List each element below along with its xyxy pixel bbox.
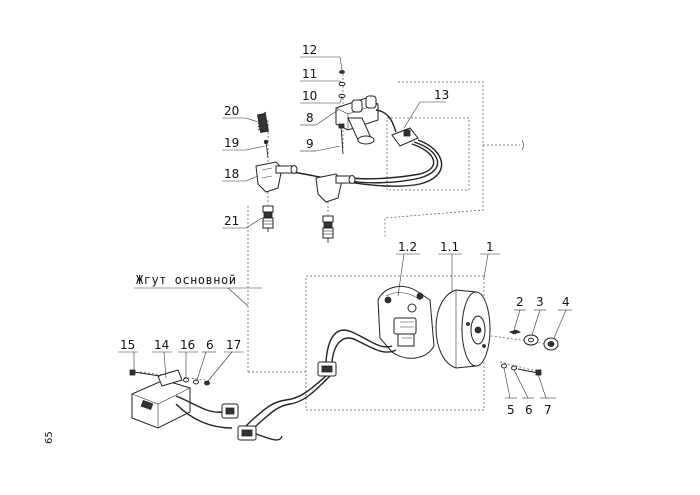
ht-lead-box <box>386 117 470 191</box>
label-3: 3 <box>536 295 544 309</box>
label-15: 15 <box>120 338 135 352</box>
label-16: 16 <box>180 338 195 352</box>
spring-20 <box>257 111 269 134</box>
coil-tower-right <box>365 95 377 109</box>
part-labels: 12 11 10 8 9 13 20 19 18 21 1.2 1.1 1 2 … <box>120 43 570 417</box>
label-19: 19 <box>224 136 239 150</box>
label-10: 10 <box>302 89 317 103</box>
leader-lines <box>118 56 572 399</box>
label-7: 7 <box>544 403 552 417</box>
label-20: 20 <box>224 104 239 118</box>
label-6-left: 6 <box>206 338 214 352</box>
label-1-2: 1.2 <box>398 240 417 254</box>
label-1: 1 <box>486 240 494 254</box>
screw-7 <box>517 368 539 374</box>
spark-plug-group-right <box>315 173 356 243</box>
key-2 <box>508 329 522 335</box>
ignition-coil-assembly <box>335 70 419 155</box>
module-wiring <box>175 395 283 441</box>
spark-plug-group-left <box>255 111 298 232</box>
label-17: 17 <box>226 338 241 352</box>
label-9: 9 <box>306 137 314 151</box>
pin-19 <box>265 141 269 159</box>
small-hardware <box>501 329 559 376</box>
label-18: 18 <box>224 167 239 181</box>
label-1-1: 1.1 <box>440 240 459 254</box>
washer-6a <box>193 379 199 385</box>
label-6-right: 6 <box>525 403 533 417</box>
washer-5 <box>501 363 507 369</box>
label-13: 13 <box>434 88 449 102</box>
label-2: 2 <box>516 295 524 309</box>
page-number: 65 <box>44 431 55 444</box>
cap-18-neck <box>275 165 293 174</box>
label-14: 14 <box>154 338 169 352</box>
washer-11 <box>338 81 346 87</box>
label-4: 4 <box>562 295 570 309</box>
washer-16 <box>183 377 189 383</box>
label-12: 12 <box>302 43 317 57</box>
flywheel-1-1 <box>435 289 491 369</box>
nut-17 <box>204 380 210 386</box>
nut-12 <box>339 70 345 74</box>
coil-tower-left <box>351 99 363 113</box>
ignition-group-outline <box>384 81 484 238</box>
label-21: 21 <box>224 214 239 228</box>
generator-wiring <box>239 329 397 437</box>
bolt-15 <box>133 371 161 377</box>
ignition-module-14 <box>129 369 210 429</box>
label-5: 5 <box>507 403 515 417</box>
washer-6b <box>511 365 517 371</box>
label-8: 8 <box>306 111 314 125</box>
spark-plug-right <box>322 215 334 243</box>
bolt-9 <box>340 125 344 155</box>
spark-plug-21 <box>262 205 274 232</box>
label-11: 11 <box>302 67 317 81</box>
harness-label: Жгут основной <box>136 273 236 287</box>
stator-1-2 <box>377 285 435 359</box>
break-mark <box>521 139 524 151</box>
